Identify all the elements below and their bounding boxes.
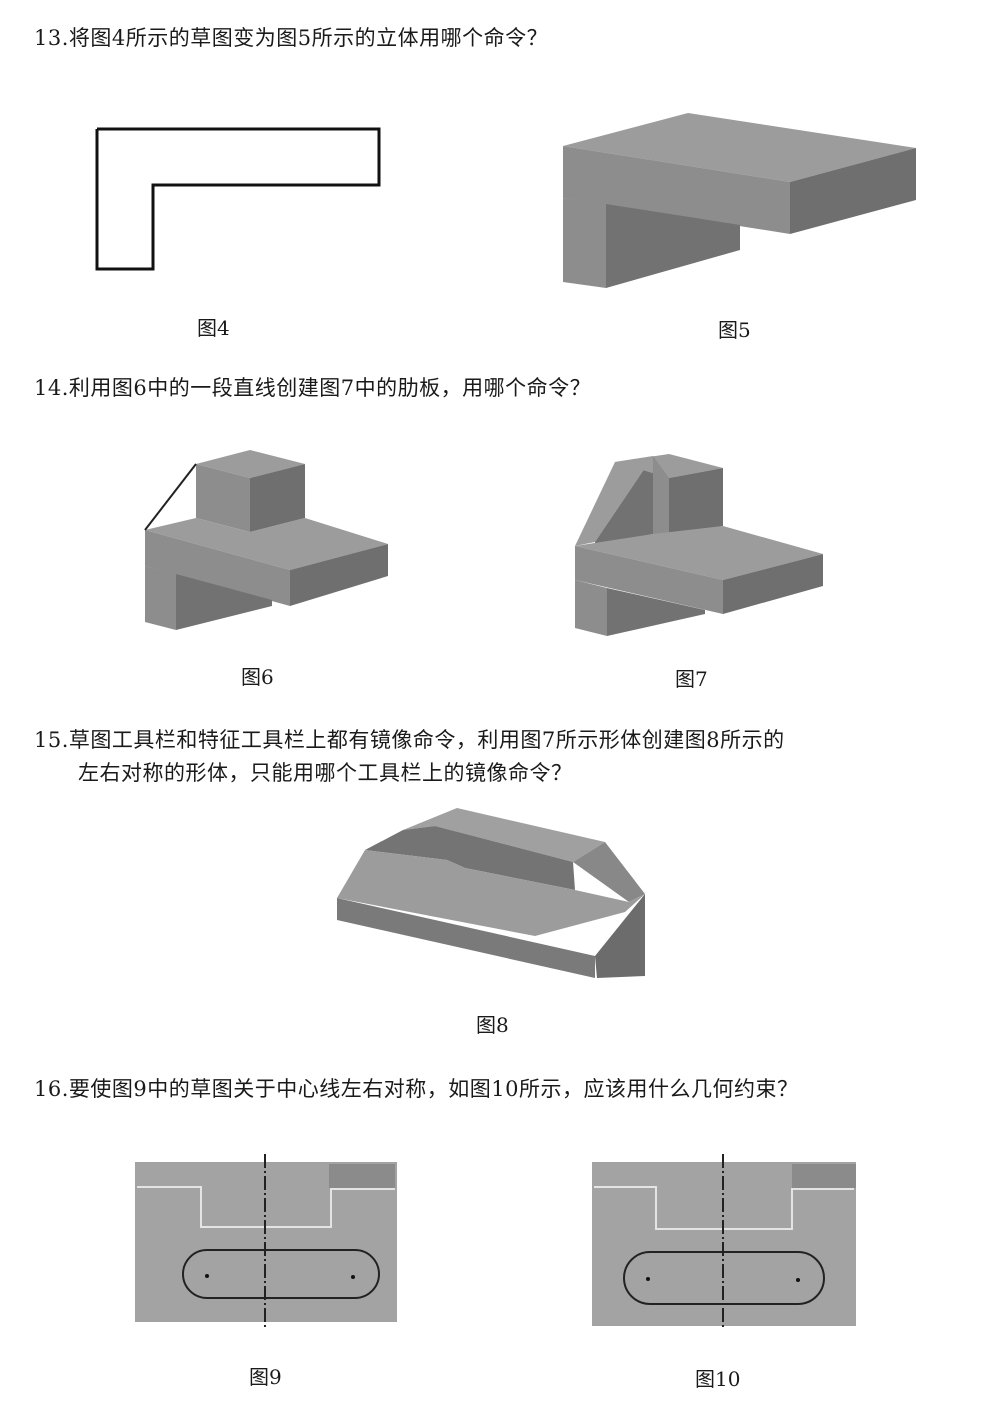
figure-6-caption: 图6 xyxy=(241,665,274,689)
question-15: 15.草图工具栏和特征工具栏上都有镜像命令，利用图7所示形体创建图8所示的 左右… xyxy=(34,724,785,790)
question-16: 16.要使图9中的草图关于中心线左右对称，如图10所示，应该用什么几何约束？ xyxy=(34,1073,799,1106)
question-text: 将图4所示的草图变为图5所示的立体用哪个命令？ xyxy=(68,26,549,50)
question-14: 14.利用图6中的一段直线创建图7中的肋板，用哪个命令？ xyxy=(34,372,591,405)
question-number: 16. xyxy=(34,1077,69,1101)
figure-6-solid xyxy=(144,450,388,630)
figure-7-solid xyxy=(575,454,823,636)
figure-4-caption: 图4 xyxy=(197,316,230,340)
figure-7-caption: 图7 xyxy=(675,667,708,691)
figure-8-caption: 图8 xyxy=(476,1013,509,1037)
figure-10-sketch xyxy=(592,1154,856,1330)
question-number: 14. xyxy=(34,376,69,400)
question-text-line2: 左右对称的形体，只能用哪个工具栏上的镜像命令？ xyxy=(78,761,573,785)
figure-5-caption: 图5 xyxy=(718,318,751,342)
figure-10-caption: 图10 xyxy=(695,1367,741,1391)
question-text: 利用图6中的一段直线创建图7中的肋板，用哪个命令？ xyxy=(68,376,592,400)
question-text: 要使图9中的草图关于中心线左右对称，如图10所示，应该用什么几何约束？ xyxy=(68,1077,799,1101)
figure-5-solid xyxy=(563,113,916,288)
question-number: 15. xyxy=(34,728,69,752)
figure-9-caption: 图9 xyxy=(249,1365,282,1389)
question-13: 13.将图4所示的草图变为图5所示的立体用哪个命令？ xyxy=(34,22,548,55)
figure-9-sketch xyxy=(135,1154,397,1330)
question-number: 13. xyxy=(34,26,69,50)
question-text-line1: 草图工具栏和特征工具栏上都有镜像命令，利用图7所示形体创建图8所示的 xyxy=(68,728,785,752)
figure-8-solid xyxy=(337,808,645,978)
figure-4-sketch xyxy=(95,127,381,271)
